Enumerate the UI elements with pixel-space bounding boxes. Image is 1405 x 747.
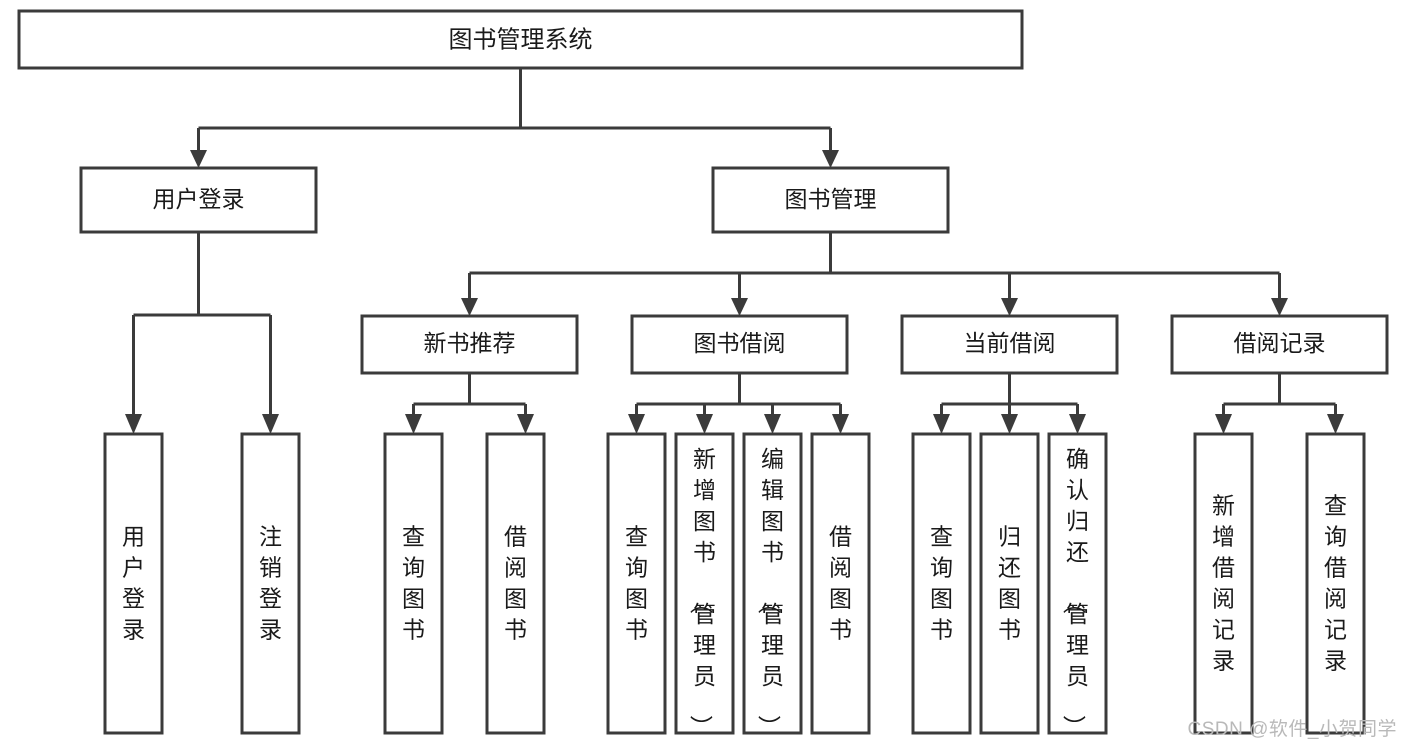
arrow-head-leaf-borrow-book-1 — [517, 414, 534, 434]
arrow-head-leaf-return-book — [1001, 414, 1018, 434]
arrow-head-leaf-query-book-3 — [933, 414, 950, 434]
node-user-login[interactable]: 用户登录 — [79, 166, 318, 234]
arrow-head-leaf-query-book-1 — [405, 414, 422, 434]
node-leaf-query-book-1-label: 查询图书 — [402, 524, 425, 643]
arrow-head-leaf-add-record — [1215, 414, 1232, 434]
node-new-book-recommend[interactable]: 新书推荐 — [360, 314, 579, 375]
arrow-head-book-borrow — [731, 298, 748, 316]
node-leaf-query-book-2-label: 查询图书 — [625, 524, 648, 643]
node-leaf-query-record-label: 查询借阅记录 — [1324, 493, 1347, 674]
arrow-head-leaf-query-record — [1327, 414, 1344, 434]
node-leaf-query-record[interactable]: 查询借阅记录 — [1305, 432, 1366, 735]
connector-layer — [125, 68, 1344, 434]
node-leaf-return-book-label: 归还图书 — [998, 524, 1021, 643]
node-leaf-add-book-box — [674, 432, 735, 735]
node-leaf-logout-login-box — [240, 432, 301, 735]
node-borrow-record-box — [1170, 314, 1389, 375]
node-leaf-borrow-book-1[interactable]: 借阅图书 — [485, 432, 546, 735]
node-leaf-borrow-book-2[interactable]: 借阅图书 — [810, 432, 871, 735]
node-book-manage-label: 图书管理 — [785, 186, 877, 212]
node-book-manage[interactable]: 图书管理 — [711, 166, 950, 234]
node-leaf-query-book-3-box — [911, 432, 972, 735]
node-current-borrow[interactable]: 当前借阅 — [900, 314, 1119, 375]
node-root[interactable]: 图书管理系统 — [17, 9, 1024, 70]
node-leaf-edit-book[interactable]: 编辑图书（管理员） — [742, 432, 803, 738]
arrow-head-leaf-confirm-return — [1069, 414, 1086, 434]
node-leaf-add-record[interactable]: 新增借阅记录 — [1193, 432, 1254, 735]
node-leaf-confirm-return-box — [1047, 432, 1108, 735]
node-leaf-logout-login-label: 注销登录 — [259, 524, 282, 643]
node-leaf-confirm-return-label: 确认归还（管理员） — [1061, 446, 1089, 738]
node-leaf-add-record-label: 新增借阅记录 — [1212, 493, 1235, 674]
node-leaf-edit-book-label: 编辑图书（管理员） — [756, 446, 784, 738]
arrow-head-leaf-user-login — [125, 414, 142, 434]
node-user-login-label: 用户登录 — [153, 186, 245, 212]
node-current-borrow-label: 当前借阅 — [964, 330, 1056, 356]
node-book-borrow[interactable]: 图书借阅 — [630, 314, 849, 375]
node-leaf-borrow-book-1-label: 借阅图书 — [504, 524, 527, 643]
node-leaf-query-book-2[interactable]: 查询图书 — [606, 432, 667, 735]
arrow-head-user-login — [190, 150, 207, 168]
node-new-book-recommend-label: 新书推荐 — [424, 330, 516, 356]
node-leaf-add-book-label: 新增图书（管理员） — [688, 446, 716, 738]
node-leaf-edit-book-box — [742, 432, 803, 735]
node-leaf-return-book-box — [979, 432, 1040, 735]
node-book-manage-box — [711, 166, 950, 234]
arrow-head-leaf-logout-login — [262, 414, 279, 434]
arrow-head-current-borrow — [1001, 298, 1018, 316]
node-leaf-borrow-book-1-box — [485, 432, 546, 735]
node-leaf-user-login[interactable]: 用户登录 — [103, 432, 164, 735]
node-root-label: 图书管理系统 — [449, 26, 593, 53]
node-leaf-add-record-box — [1193, 432, 1254, 735]
node-leaf-user-login-box — [103, 432, 164, 735]
node-leaf-user-login-label: 用户登录 — [122, 524, 145, 643]
node-borrow-record-label: 借阅记录 — [1234, 330, 1326, 356]
node-leaf-borrow-book-2-label: 借阅图书 — [829, 524, 852, 643]
node-leaf-logout-login[interactable]: 注销登录 — [240, 432, 301, 735]
arrow-head-new-book-recommend — [461, 298, 478, 316]
arrow-head-leaf-query-book-2 — [628, 414, 645, 434]
node-leaf-query-book-1[interactable]: 查询图书 — [383, 432, 444, 735]
node-book-borrow-label: 图书借阅 — [694, 330, 786, 356]
node-leaf-borrow-book-2-box — [810, 432, 871, 735]
node-leaf-query-record-box — [1305, 432, 1366, 735]
node-leaf-query-book-3-label: 查询图书 — [930, 524, 953, 643]
node-leaf-query-book-1-box — [383, 432, 444, 735]
node-leaf-query-book-3[interactable]: 查询图书 — [911, 432, 972, 735]
arrow-head-leaf-edit-book — [764, 414, 781, 434]
node-current-borrow-box — [900, 314, 1119, 375]
node-new-book-recommend-box — [360, 314, 579, 375]
node-root-box — [17, 9, 1024, 70]
arrow-head-leaf-borrow-book-2 — [832, 414, 849, 434]
node-leaf-confirm-return[interactable]: 确认归还（管理员） — [1047, 432, 1108, 738]
node-leaf-return-book[interactable]: 归还图书 — [979, 432, 1040, 735]
arrow-head-leaf-add-book — [696, 414, 713, 434]
node-user-login-box — [79, 166, 318, 234]
node-leaf-query-book-2-box — [606, 432, 667, 735]
node-book-borrow-box — [630, 314, 849, 375]
node-leaf-add-book[interactable]: 新增图书（管理员） — [674, 432, 735, 738]
arrow-head-borrow-record — [1271, 298, 1288, 316]
arrow-head-book-manage — [822, 150, 839, 168]
node-borrow-record[interactable]: 借阅记录 — [1170, 314, 1389, 375]
